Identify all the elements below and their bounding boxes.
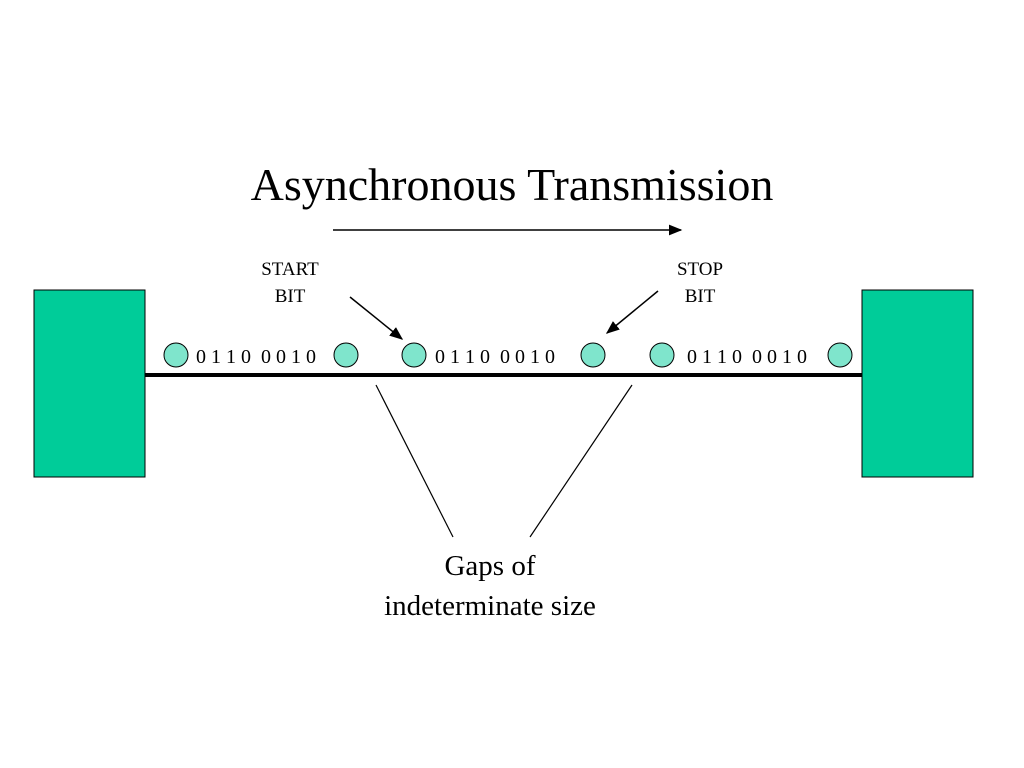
start-bit-marker <box>163 342 189 368</box>
stop-bit-marker <box>333 342 359 368</box>
stop-bit-marker <box>580 342 606 368</box>
frame-bits-3: 0 1 1 0 0 0 1 0 <box>687 346 807 368</box>
sender-terminal-box <box>33 289 146 478</box>
start-bit-marker <box>401 342 427 368</box>
gaps-caption-line1: Gaps of <box>444 550 535 582</box>
start-bit-label-line2: BIT <box>275 286 306 307</box>
stop-bit-pointer-arrow <box>605 290 659 334</box>
gaps-caption-line2: indeterminate size <box>384 590 596 622</box>
receiver-terminal-box <box>861 289 974 478</box>
start-bit-label-line1: START <box>261 259 319 280</box>
stop-bit-label-line1: STOP <box>677 259 723 280</box>
start-bit-pointer-arrow <box>349 296 404 340</box>
frame-bits-1: 0 1 1 0 0 0 1 0 <box>196 346 316 368</box>
stop-bit-label-line2: BIT <box>685 286 716 307</box>
start-bit-marker <box>649 342 675 368</box>
page-title: Asynchronous Transmission <box>251 159 774 210</box>
gap-pointer-line-right <box>529 384 633 538</box>
stop-bit-marker <box>827 342 853 368</box>
gap-pointer-line-left <box>375 384 454 538</box>
frame-bits-2: 0 1 1 0 0 0 1 0 <box>435 346 555 368</box>
